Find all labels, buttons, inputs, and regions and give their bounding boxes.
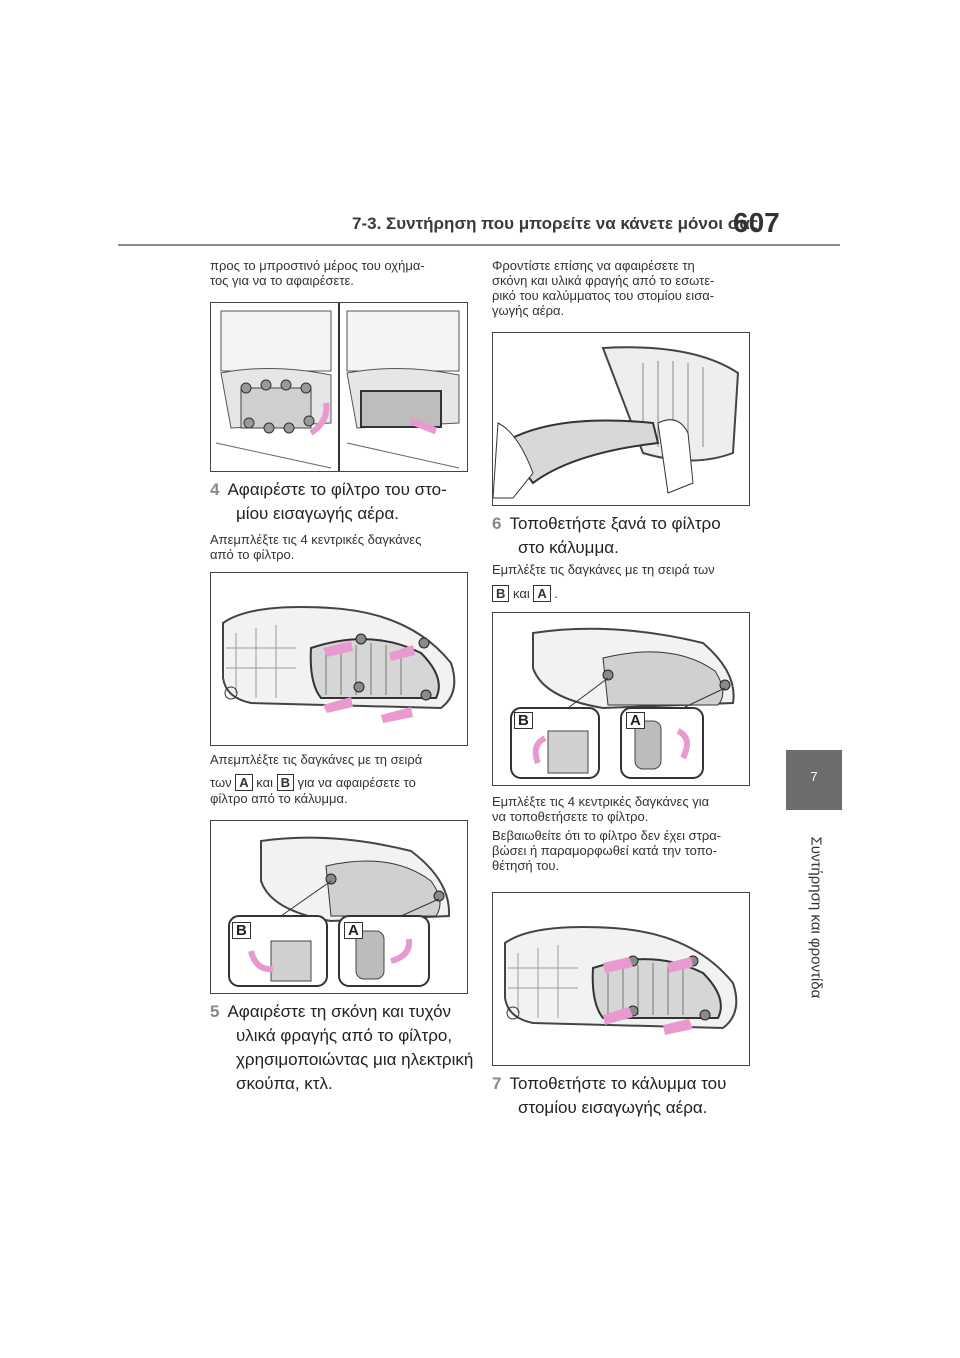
text-line: από το φίλτρο.	[210, 547, 295, 562]
page-number: 607	[733, 207, 780, 238]
label-b: B	[276, 774, 295, 791]
figure-label-b: B	[514, 712, 533, 729]
text-line: χρησιμοποιώντας μια ηλεκτρική	[236, 1050, 474, 1069]
text-line: Φροντίστε επίσης να αφαιρέσετε τη	[492, 258, 695, 273]
chapter-number: 7	[810, 769, 818, 784]
text-line: Απεμπλέξτε τις 4 κεντρικές δαγκάνες	[210, 532, 422, 547]
figure-label-a: A	[344, 922, 363, 939]
step-number: 4	[210, 480, 220, 499]
figure-clips-ab	[210, 820, 468, 994]
label-a: A	[235, 774, 253, 791]
text-line: σκόνη και υλικά φραγής από το εσωτε-	[492, 273, 715, 288]
text-line: γωγής αέρα.	[492, 303, 565, 318]
chapter-tab: 7	[786, 750, 842, 810]
figure-install-clips	[492, 892, 750, 1066]
text-line: υλικά φραγής από το φίλτρο,	[236, 1026, 453, 1045]
text-fragment: και	[513, 586, 530, 601]
left-intro: προς το μπροστινό μέρος του οχήμα- τος γ…	[210, 258, 480, 288]
step-number: 7	[492, 1074, 502, 1093]
text-line: Τοποθετήστε το κάλυμμα του	[509, 1074, 727, 1093]
right-intro: Φροντίστε επίσης να αφαιρέσετε τη σκόνη …	[492, 258, 762, 318]
text-line: σκούπα, κτλ.	[236, 1074, 333, 1093]
text-line: Απεμπλέξτε τις δαγκάνες με τη σειρά	[210, 752, 423, 767]
chapter-title-vertical: Συντήρηση και φροντίδα	[806, 836, 826, 999]
text-line: ρικό του καλύμματος του στομίου εισα-	[492, 288, 715, 303]
text-line: Βεβαιωθείτε ότι το φίλτρο δεν έχει στρα-	[492, 828, 722, 843]
figure-vacuum	[492, 332, 750, 506]
text-line: τος για να το αφαιρέσετε.	[210, 273, 354, 288]
text-fragment: και	[256, 775, 273, 790]
text-line: στο κάλυμμα.	[518, 538, 619, 557]
section-title: 7-3. Συντήρηση που μπορείτε να κάνετε μό…	[352, 214, 759, 233]
text-line: Αφαιρέστε τη σκόνη και τυχόν	[227, 1002, 452, 1021]
note-6c: Βεβαιωθείτε ότι το φίλτρο δεν έχει στρα-…	[492, 828, 762, 873]
text-line: Εμπλέξτε τις 4 κεντρικές δαγκάνες για	[492, 794, 710, 809]
text-fragment: των	[210, 775, 232, 790]
figure-seat-vent	[210, 302, 468, 472]
step-5: 5 Αφαιρέστε τη σκόνη και τυχόν υλικά φραγ…	[210, 1000, 490, 1096]
text-line: στομίου εισαγωγής αέρα.	[518, 1098, 708, 1117]
step-4: 4 Αφαιρέστε το φίλτρο του στο- μίου εισαγ…	[210, 478, 480, 526]
note-6a: Εμπλέξτε τις δαγκάνες με τη σειρά των B …	[492, 562, 762, 602]
text-line: Αφαιρέστε το φίλτρο του στο-	[227, 480, 447, 499]
text-line: προς το μπροστινό μέρος του οχήμα-	[210, 258, 425, 273]
label-a: A	[533, 585, 551, 602]
figure-reinstall-ab	[492, 612, 750, 786]
text-fragment: .	[554, 586, 559, 601]
label-b: B	[492, 585, 510, 602]
header-divider	[118, 244, 840, 246]
note-4b: Απεμπλέξτε τις δαγκάνες με τη σειρά των …	[210, 752, 480, 806]
step-number: 5	[210, 1002, 220, 1021]
figure-label-b: B	[232, 922, 251, 939]
step-number: 6	[492, 514, 502, 533]
note-4a: Απεμπλέξτε τις 4 κεντρικές δαγκάνες από …	[210, 532, 480, 562]
text-line: θέτησή του.	[492, 858, 560, 873]
text-fragment: για να αφαιρέσετε το	[297, 775, 416, 790]
chapter-title: Συντήρηση και φροντίδα	[807, 836, 825, 999]
text-line: βώσει ή παραμορφωθεί κατά την τοπο-	[492, 843, 717, 858]
step-7: 7 Τοποθετήστε το κάλυμμα του στομίου εισα…	[492, 1072, 762, 1120]
figure-center-clips	[210, 572, 468, 746]
figure-label-a: A	[626, 712, 645, 729]
text-line: μίου εισαγωγής αέρα.	[236, 504, 399, 523]
text-line: να τοποθετήσετε το φίλτρο.	[492, 809, 649, 824]
text-line: Τοποθετήστε ξανά το φίλτρο	[509, 514, 721, 533]
text-line: Εμπλέξτε τις δαγκάνες με τη σειρά των	[492, 562, 715, 577]
step-6: 6 Τοποθετήστε ξανά το φίλτρο στο κάλυμμα.	[492, 512, 762, 560]
text-line: φίλτρο από το κάλυμμα.	[210, 791, 348, 806]
note-6b: Εμπλέξτε τις 4 κεντρικές δαγκάνες για να…	[492, 794, 762, 824]
